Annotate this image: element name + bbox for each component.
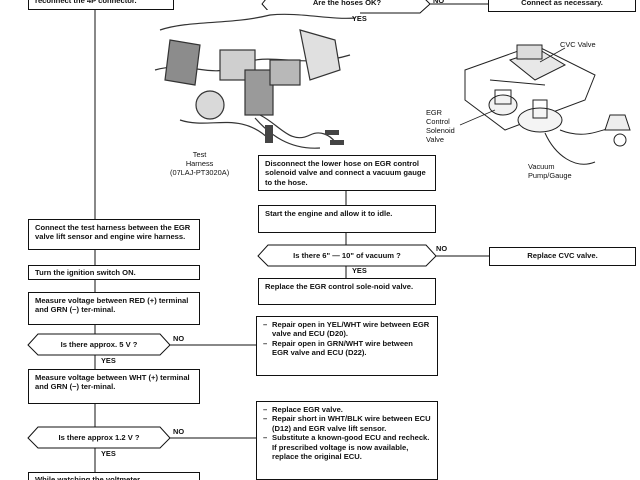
egr-solenoid-label: EGR Control Solenoid Valve (426, 108, 455, 144)
engine-harness-illustration (150, 10, 360, 160)
disconnect-hose-box: Disconnect the lower hose on EGR control… (258, 155, 436, 191)
repair-item: Repair open in YEL/WHT wire between EGR … (263, 320, 431, 339)
vacuum-no-label: NO (436, 244, 448, 253)
hoses-no-label: NO (433, 0, 445, 5)
test-harness-label: Test Harness (07LAJ-PT3020A) (170, 150, 230, 177)
repair-item: Repair open in GRN/WHT wire between EGR … (263, 339, 431, 358)
replace-egr-solenoid-box: Replace the EGR control sole-noid valve. (258, 278, 436, 305)
measure-wht-box: Measure voltage between WHT (+) terminal… (28, 369, 200, 404)
repair-item: Substitute a known-good ECU and recheck.… (263, 433, 431, 461)
12v-yes-label: YES (101, 449, 116, 458)
12v-no-label: NO (173, 427, 185, 436)
repair-item: Replace EGR valve. (263, 405, 431, 415)
start-engine-box: Start the engine and allow it to idle. (258, 205, 436, 233)
reconnect-connector-box: reconnect the 4P connector. (28, 0, 174, 10)
repair-item: Repair short in WHT/BLK wire between ECU… (263, 414, 431, 433)
connect-as-necessary-box: Connect as necessary. (488, 0, 636, 12)
cvc-valve-label: CVC Valve (560, 40, 596, 49)
cvc-valve-illustration (459, 44, 631, 165)
connect-harness-box: Connect the test harness between the EGR… (28, 219, 200, 250)
5v-yes-label: YES (101, 356, 116, 365)
5v-no-label: NO (173, 334, 185, 343)
5v-decision-text: Is there approx. 5 V ? (60, 340, 138, 349)
replace-cvc-box: Replace CVC valve. (489, 247, 636, 266)
vacuum-gauge-label: Vacuum Pump/Gauge (528, 162, 572, 180)
replace-egr-valve-box: Replace EGR valve. Repair short in WHT/B… (256, 401, 438, 480)
repair-open-box: Repair open in YEL/WHT wire between EGR … (256, 316, 438, 376)
ignition-on-box: Turn the ignition switch ON. (28, 265, 200, 280)
vacuum-yes-label: YES (352, 266, 367, 275)
measure-red-box: Measure voltage between RED (+) terminal… (28, 292, 200, 325)
hoses-yes-label: YES (352, 14, 367, 23)
12v-decision-text: Is there approx 1.2 V ? (58, 433, 140, 442)
watching-voltmeter-box: While watching the voltmeter (28, 472, 200, 480)
hoses-decision-text: Are the hoses OK? (312, 0, 382, 7)
vacuum-decision-text: Is there 6" — 10" of vacuum ? (293, 251, 401, 260)
